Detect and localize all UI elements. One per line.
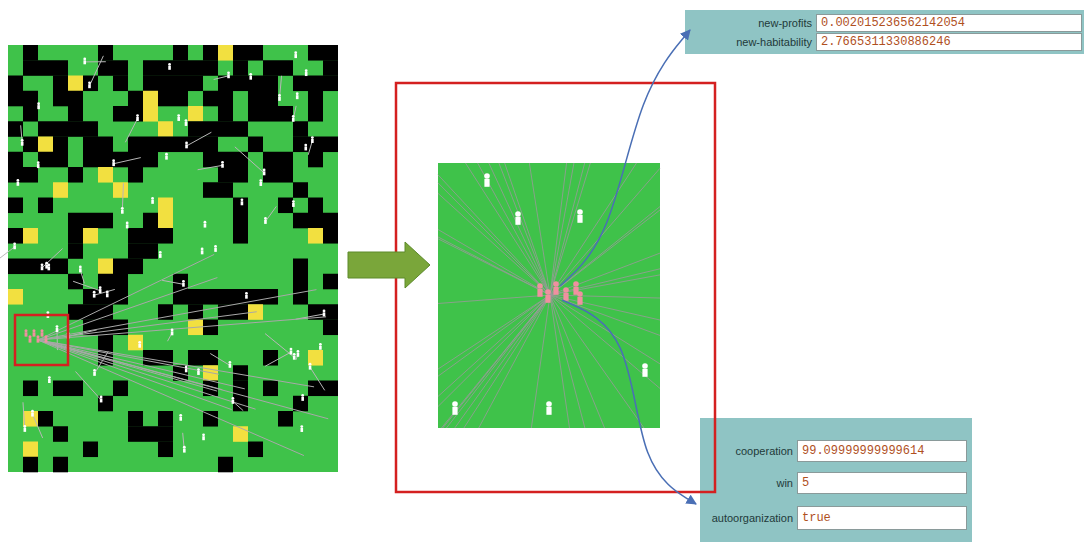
monitor-widget: cooperation99.09999999999614 [701, 440, 967, 462]
world-grid [0, 45, 338, 472]
monitor-label: cooperation [701, 440, 797, 462]
monitor-widget: win5 [701, 472, 967, 494]
callout-arrows [560, 30, 696, 504]
monitor-value: 2.7665311330886246 [816, 33, 1082, 51]
monitor-widget: new-profits0.002015236562142054 [688, 14, 1082, 32]
monitor-value: 5 [797, 472, 967, 494]
monitor-panel [700, 418, 972, 542]
zoom-frame [396, 83, 715, 492]
monitor-label: new-habitability [688, 33, 816, 51]
monitor-value: 99.09999999999614 [797, 440, 967, 462]
zoom-view [438, 163, 660, 428]
monitor-value: 0.002015236562142054 [816, 14, 1082, 32]
monitor-label: autoorganization [701, 506, 797, 530]
zoom-arrow [348, 242, 430, 288]
monitor-label: new-profits [688, 14, 816, 32]
monitor-widget: autoorganizationtrue [701, 506, 967, 530]
monitor-widget: new-habitability2.7665311330886246 [688, 33, 1082, 51]
monitor-label: win [701, 472, 797, 494]
monitor-value: true [797, 506, 967, 530]
monitor-panel [685, 10, 1084, 54]
selection-box [15, 315, 68, 365]
